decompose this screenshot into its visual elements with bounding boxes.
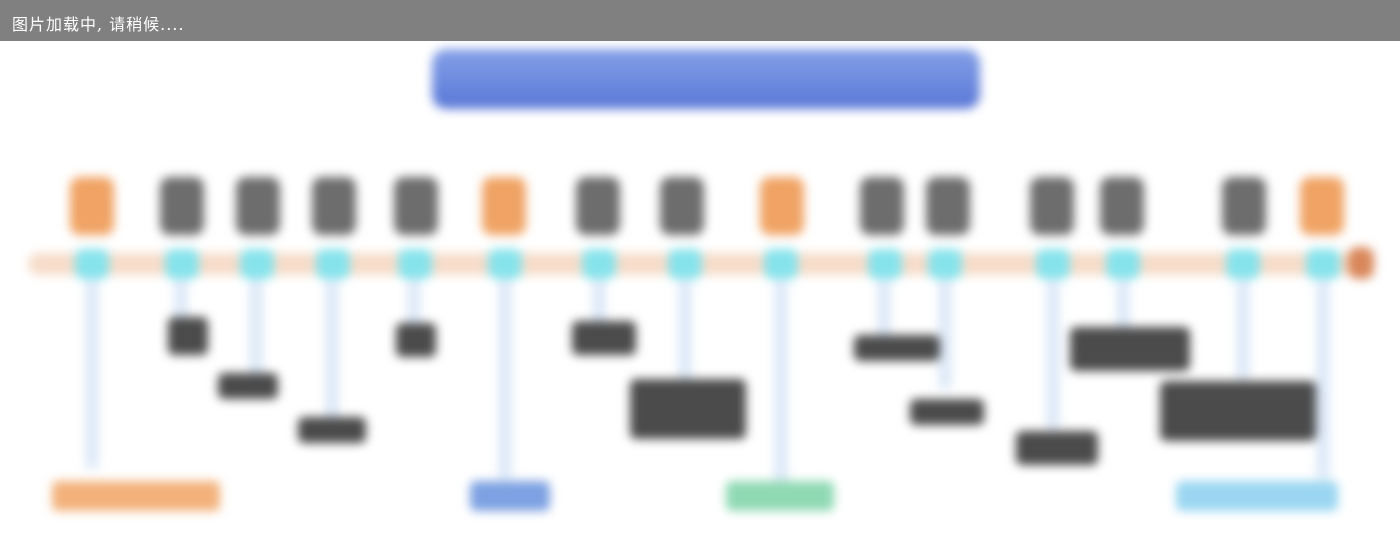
event-label	[1016, 431, 1098, 465]
timeline-arrow-end	[1348, 247, 1374, 279]
year-block	[1030, 177, 1074, 235]
era-tag	[1176, 481, 1338, 511]
event-label	[396, 323, 436, 357]
timeline-node	[75, 249, 109, 279]
timeline-stem	[877, 279, 891, 339]
timeline-node	[398, 249, 432, 279]
year-block	[760, 177, 804, 235]
event-label	[168, 317, 208, 355]
timeline-node	[316, 249, 350, 279]
timeline-stem	[1236, 279, 1250, 379]
blurred-timeline-image	[0, 41, 1400, 557]
timeline-stem	[325, 279, 339, 419]
year-block	[1222, 177, 1266, 235]
timeline-stem	[774, 279, 788, 489]
timeline-node	[928, 249, 962, 279]
era-tag	[470, 481, 550, 511]
era-tag	[726, 481, 834, 511]
year-block	[70, 177, 114, 235]
timeline-node	[868, 249, 902, 279]
era-tag	[52, 481, 220, 511]
year-block	[660, 177, 704, 235]
year-block	[236, 177, 280, 235]
timeline-node	[240, 249, 274, 279]
timeline-stem	[249, 279, 263, 379]
timeline-node	[488, 249, 522, 279]
event-label	[1160, 381, 1316, 441]
timeline-stem	[938, 279, 952, 389]
timeline-node	[1226, 249, 1260, 279]
event-label	[854, 335, 940, 361]
year-block	[1300, 177, 1344, 235]
timeline-node	[668, 249, 702, 279]
year-block	[926, 177, 970, 235]
timeline-node	[1106, 249, 1140, 279]
year-block	[576, 177, 620, 235]
timeline-node	[582, 249, 616, 279]
blurred-title	[432, 49, 980, 109]
timeline-node	[764, 249, 798, 279]
loading-banner: 图片加载中, 请稍候....	[0, 0, 1400, 41]
year-block	[860, 177, 904, 235]
event-label	[298, 417, 366, 443]
event-label	[218, 373, 278, 399]
event-label	[1070, 327, 1190, 371]
timeline-stem	[498, 279, 512, 479]
timeline-stem	[1316, 279, 1330, 479]
timeline-stem	[678, 279, 692, 379]
loading-message: 图片加载中, 请稍候....	[12, 15, 185, 34]
timeline-stem	[592, 279, 606, 329]
event-label	[572, 321, 636, 355]
year-block	[160, 177, 204, 235]
timeline-node	[1306, 249, 1340, 279]
year-block	[482, 177, 526, 235]
timeline-node	[165, 249, 199, 279]
year-block	[394, 177, 438, 235]
year-block	[312, 177, 356, 235]
event-label	[630, 379, 746, 439]
year-block	[1100, 177, 1144, 235]
timeline-stem	[1046, 279, 1060, 429]
timeline-node	[1036, 249, 1070, 279]
timeline-stem	[85, 279, 99, 469]
event-label	[910, 399, 984, 425]
